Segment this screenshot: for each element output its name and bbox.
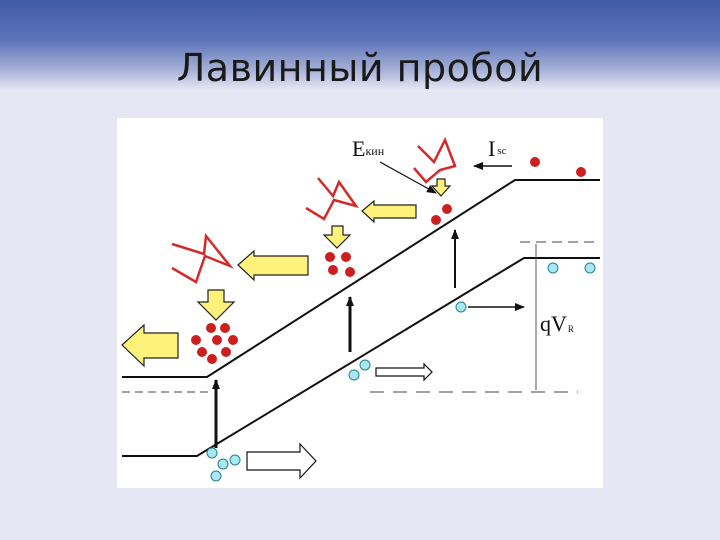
ekin-pointer-arrow	[379, 161, 437, 194]
electron	[197, 347, 207, 357]
burst-2	[305, 177, 360, 221]
hole	[210, 470, 222, 482]
qv-label: qVR	[540, 311, 574, 336]
electrons	[191, 157, 586, 364]
header-band	[0, 0, 720, 90]
electron	[212, 335, 222, 345]
slide-title: Лавинный пробой	[176, 46, 544, 90]
hole	[455, 301, 467, 313]
burst-1	[171, 232, 234, 284]
hole	[229, 454, 241, 466]
electron	[207, 354, 217, 364]
electron	[442, 204, 452, 214]
hollow-arrow-bottom	[246, 442, 317, 480]
yellow-left-arrows	[121, 199, 417, 368]
electron	[221, 347, 231, 357]
yellow-down-arrow-2	[322, 225, 352, 249]
valence-band-line	[122, 257, 600, 457]
isc-label-sub: sc	[497, 145, 506, 157]
conduction-band-line	[122, 179, 600, 378]
electron	[191, 335, 201, 345]
hole	[348, 369, 360, 381]
impact-bursts	[171, 136, 457, 284]
hole	[217, 458, 229, 470]
hole	[584, 262, 596, 274]
electron	[431, 215, 441, 225]
burst-3	[413, 136, 457, 184]
yellow-left-arrow-mid	[237, 249, 309, 282]
yellow-down-arrow-3	[430, 178, 452, 197]
yellow-down-arrows	[196, 178, 452, 321]
hollow-arrow-mid	[375, 362, 433, 382]
ekin-label: Eкин	[352, 136, 385, 161]
ekin-label-main: E	[352, 136, 365, 161]
yellow-left-arrow-large	[121, 323, 179, 368]
isc-label-main: I	[488, 136, 495, 161]
holes	[206, 262, 596, 482]
hole	[547, 262, 559, 274]
hole	[359, 359, 371, 371]
qv-label-main: qV	[540, 311, 567, 336]
hole	[206, 447, 218, 459]
electron	[220, 323, 230, 333]
electron	[530, 157, 540, 167]
ekin-label-sub: кин	[365, 144, 384, 158]
electron	[345, 267, 355, 277]
yellow-down-arrow-1	[196, 289, 236, 321]
electron	[341, 252, 351, 262]
yellow-left-arrow-small	[361, 199, 417, 224]
electron	[576, 167, 586, 177]
qv-label-sub: R	[568, 324, 574, 334]
electron	[328, 265, 338, 275]
electron	[206, 323, 216, 333]
electron	[325, 252, 335, 262]
electron	[228, 335, 238, 345]
